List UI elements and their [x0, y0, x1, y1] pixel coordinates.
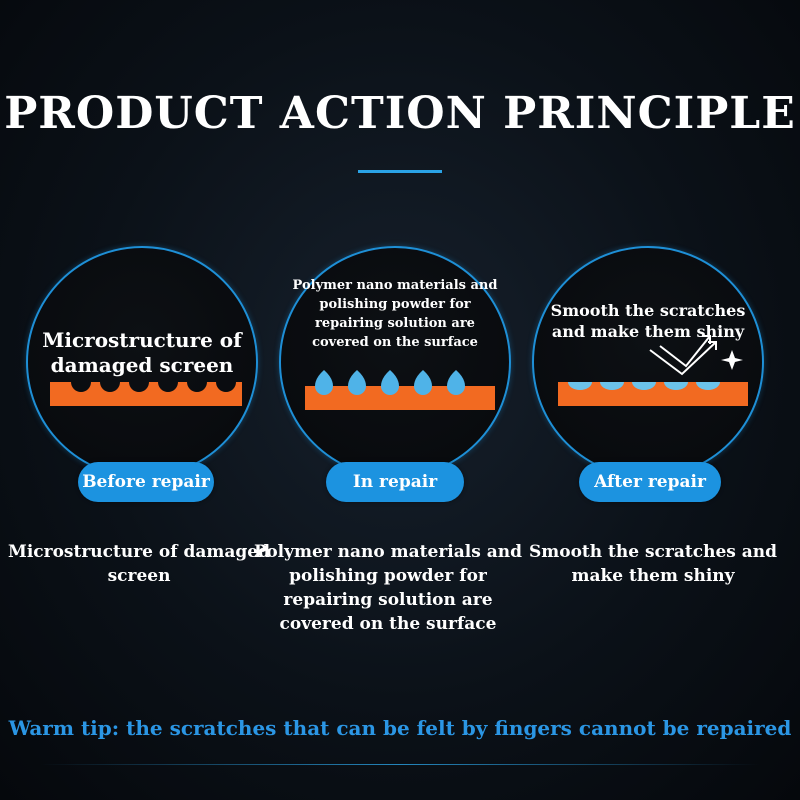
filled-scratches: [568, 382, 720, 390]
droplet: [381, 370, 399, 395]
diagram-circle: [279, 246, 511, 478]
panel-before-repair: Microstructure of damaged screen Before …: [26, 246, 258, 502]
repair-droplets: [315, 370, 465, 395]
stage-label-in-repair: In repair: [326, 462, 464, 502]
droplet: [447, 370, 465, 395]
droplet: [414, 370, 432, 395]
screen-layer: [305, 386, 495, 410]
panel-in-repair: Polymer nano materials and polishing pow…: [279, 246, 511, 502]
in-repair-diagram: [305, 370, 495, 410]
caption-in-repair: Polymer nano materials and polishing pow…: [254, 542, 522, 634]
caption-after-repair: Smooth the scratches and make them shiny: [528, 542, 778, 586]
light-reflection-arrows-icon: [649, 335, 717, 376]
footer-divider: [40, 764, 760, 765]
droplet: [348, 370, 366, 395]
circle-text: Microstructure of damaged screen: [42, 328, 242, 377]
stage-label-before-repair: Before repair: [78, 462, 214, 502]
droplet: [315, 370, 333, 395]
circle-text: Polymer nano materials and polishing pow…: [292, 278, 498, 350]
title-underline: [358, 170, 442, 173]
panel-after-repair: Smooth the scratches and make them shiny…: [532, 246, 764, 502]
damaged-screen-layer: [50, 382, 242, 406]
after-repair-diagram: [558, 335, 748, 406]
diagram-circle: [26, 246, 258, 478]
damaged-screen-diagram: [50, 382, 242, 406]
sparkle-icon: [721, 350, 743, 370]
warm-tip: Warm tip: the scratches that can be felt…: [8, 716, 792, 740]
stage-label-after-repair: After repair: [579, 462, 721, 502]
page-title: PRODUCT ACTION PRINCIPLE: [4, 88, 796, 139]
caption-before-repair: Microstructure of damaged screen: [8, 542, 270, 586]
circle-text: Smooth the scratches and make them shiny: [550, 301, 746, 341]
diagram-circle: [532, 246, 764, 478]
